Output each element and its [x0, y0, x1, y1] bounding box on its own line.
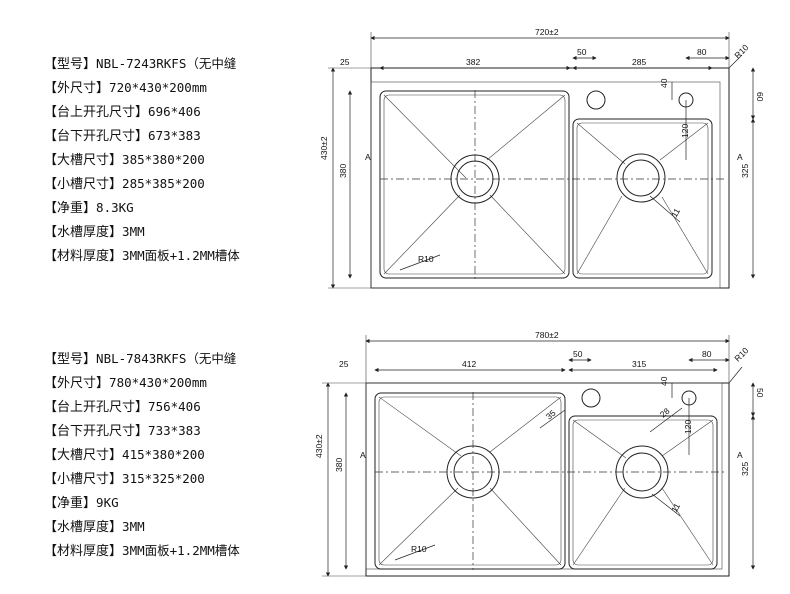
- dim-big-width: 412: [462, 359, 476, 369]
- small-bowl: [572, 118, 713, 279]
- big-bowl: [379, 90, 570, 279]
- spec-row: 【台上开孔尺寸】696*406: [44, 104, 201, 120]
- big-bowl-floor: [383, 94, 566, 275]
- dim-small-width: 285: [632, 57, 646, 67]
- spec-row: 【台下开孔尺寸】673*383: [44, 128, 201, 144]
- dim-left-margin: 25: [340, 57, 350, 67]
- spec-row: 【型号】NBL-7243RKFS（无中缝: [44, 56, 237, 72]
- spec-row: 【外尺寸】780*430*200mm: [44, 375, 207, 391]
- dim-corner-offset: 80: [697, 47, 707, 57]
- dim-diag-a: 35: [544, 408, 558, 422]
- dim-drain-offset: 120: [680, 124, 690, 138]
- spec-row: 【材料厚度】3MM面板+1.2MM槽体: [44, 543, 240, 559]
- small-bowl-floor: [572, 419, 714, 566]
- dim-right-offset: 50: [755, 388, 765, 398]
- sink-drawing-model-2: 780±2 25 412 315 50 80 R10 50 40 120 430…: [314, 330, 765, 577]
- spec-list-model-2: 【型号】NBL-7843RKFS（无中缝 【外尺寸】780*430*200mm …: [44, 347, 240, 563]
- dim-tap-height: 40: [659, 376, 669, 386]
- spec-row: 【水槽厚度】3MM: [44, 519, 145, 535]
- dim-tap-offset: 50: [573, 349, 583, 359]
- spec-row: 【水槽厚度】3MM: [44, 224, 145, 240]
- dim-radius-top: R10: [732, 42, 750, 60]
- small-bowl: [568, 415, 718, 570]
- dim-small-height: 325: [740, 462, 750, 476]
- dim-tap-height: 40: [659, 78, 669, 88]
- dim-tap-offset: 50: [577, 47, 587, 57]
- spec-list-model-1: 【型号】NBL-7243RKFS（无中缝 【外尺寸】720*430*200mm …: [44, 52, 240, 268]
- dim-radius-inner: R10: [411, 544, 427, 554]
- spec-row: 【外尺寸】720*430*200mm: [44, 80, 207, 96]
- dim-right-offset: 60: [755, 92, 765, 102]
- spec-row: 【台下开孔尺寸】733*383: [44, 423, 201, 439]
- spec-row: 【净重】8.3KG: [44, 200, 134, 216]
- dim-radius-top: R10: [732, 345, 750, 363]
- small-bowl-floor: [576, 122, 709, 275]
- dim-big-height: 380: [338, 164, 348, 178]
- dim-small-height: 325: [740, 164, 750, 178]
- sink-drawing-model-1: 720±2 25 382 285 50 80 R10 60 40 120 430…: [319, 27, 765, 289]
- dim-total-width: 780±2: [535, 330, 559, 340]
- section-mark: A: [737, 152, 743, 162]
- spec-row: 【小槽尺寸】315*325*200: [44, 471, 205, 487]
- spec-row: 【材料厚度】3MM面板+1.2MM槽体: [44, 248, 240, 264]
- dim-drain-offset: 120: [683, 420, 693, 434]
- big-bowl-floor: [378, 396, 562, 566]
- section-mark: A: [365, 152, 371, 162]
- big-drain: [450, 154, 500, 204]
- dim-height: 430±2: [319, 136, 329, 160]
- dim-small-width: 315: [632, 359, 646, 369]
- spec-row: 【大槽尺寸】385*380*200: [44, 152, 205, 168]
- section-mark: A: [737, 450, 743, 460]
- dim-big-height: 380: [334, 458, 344, 472]
- dim-corner-offset: 80: [702, 349, 712, 359]
- tap-hole: [586, 90, 606, 110]
- big-bowl: [374, 392, 566, 570]
- dim-radius-inner: R10: [418, 254, 434, 264]
- spec-row: 【小槽尺寸】285*385*200: [44, 176, 205, 192]
- dim-big-width: 382: [466, 57, 480, 67]
- tap-hole: [581, 388, 601, 408]
- dim-height: 430±2: [314, 434, 324, 458]
- small-drain: [616, 153, 666, 203]
- section-mark: A: [360, 450, 366, 460]
- spec-row: 【净重】9KG: [44, 495, 119, 511]
- dim-total-width: 720±2: [535, 27, 559, 37]
- spec-row: 【台上开孔尺寸】756*406: [44, 399, 201, 415]
- dim-drain-dia: 11: [669, 206, 682, 219]
- spec-row: 【型号】NBL-7843RKFS（无中缝: [44, 351, 237, 367]
- dim-drain-dia: 11: [669, 501, 682, 514]
- dim-left-margin: 25: [339, 359, 349, 369]
- spec-row: 【大槽尺寸】415*380*200: [44, 447, 205, 463]
- panel-inner-edge: [370, 81, 721, 289]
